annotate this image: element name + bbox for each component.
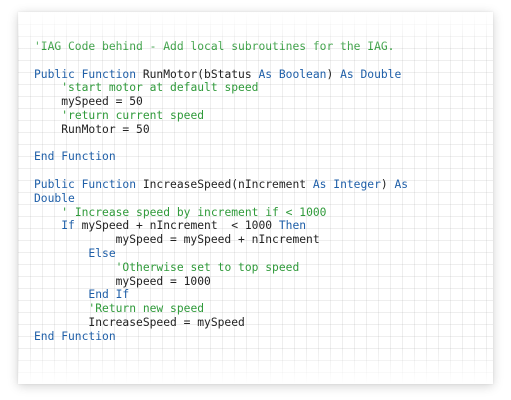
code-line: [34, 137, 408, 151]
code-line: If mySpeed + nIncrement < 1000 Then: [34, 219, 408, 233]
code-token-plain: [34, 206, 61, 219]
code-line: 'Return new speed: [34, 302, 408, 316]
bottom-fade: [18, 350, 493, 384]
code-token-plain: mySpeed = mySpeed + nIncrement: [34, 233, 320, 247]
code-token-keyword: End If: [88, 288, 130, 302]
code-token-comment: ' Increase speed by increment if < 1000: [61, 205, 327, 219]
code-line: Else: [34, 247, 408, 261]
code-line: End Function: [34, 150, 408, 164]
code-token-plain: mySpeed = 50: [34, 95, 143, 109]
code-line: End If: [34, 288, 408, 302]
code-line: 'start motor at default speed: [34, 81, 408, 95]
code-token-keyword: End Function: [34, 150, 116, 164]
code-listing: 'IAG Code behind - Add local subroutines…: [34, 40, 408, 344]
code-token-plain: IncreaseSpeed(nIncrement: [142, 177, 313, 191]
code-token-plain: RunMotor = 50: [34, 122, 150, 136]
code-token-plain: [34, 302, 88, 315]
code-token-comment: 'IAG Code behind - Add local subroutines…: [34, 40, 395, 53]
code-line: 'Otherwise set to top speed: [34, 261, 408, 275]
code-token-keyword: Else: [88, 246, 116, 260]
code-token-keyword: Double: [34, 191, 75, 205]
code-line: ' Increase speed by increment if < 1000: [34, 206, 408, 220]
code-line: mySpeed = mySpeed + nIncrement: [34, 233, 408, 247]
code-token-keyword: As Integer: [312, 177, 381, 191]
code-token-plain: [34, 288, 88, 301]
code-line: RunMotor = 50: [34, 123, 408, 137]
code-line: mySpeed = 1000: [34, 275, 408, 289]
code-line: 'return current speed: [34, 109, 408, 123]
code-token-comment: 'Return new speed: [88, 302, 205, 316]
code-token-keyword: As Boolean: [258, 67, 327, 81]
code-token-comment: 'return current speed: [61, 108, 205, 122]
code-token-keyword: As: [394, 177, 409, 191]
code-token-plain: [34, 219, 61, 232]
code-token-plain: [34, 261, 116, 274]
code-token-comment: 'start motor at default speed: [61, 81, 259, 95]
code-token-keyword: Then: [278, 219, 307, 233]
grid-paper-sheet: 'IAG Code behind - Add local subroutines…: [18, 12, 493, 384]
code-line: [34, 164, 408, 178]
code-token-plain: [34, 247, 88, 260]
code-token-plain: IncreaseSpeed = mySpeed: [34, 315, 245, 329]
code-line: Public Function RunMotor(bStatus As Bool…: [34, 68, 408, 82]
code-token-plain: ): [326, 67, 341, 81]
code-token-keyword: If: [61, 219, 82, 233]
code-token-plain: ): [380, 177, 395, 191]
code-token-plain: mySpeed + nIncrement < 1000: [81, 219, 279, 233]
code-line: 'IAG Code behind - Add local subroutines…: [34, 40, 408, 54]
code-line: IncreaseSpeed = mySpeed: [34, 316, 408, 330]
code-token-keyword: Public Function: [34, 177, 143, 191]
code-token-plain: [34, 109, 61, 122]
code-token-keyword: As Double: [340, 67, 402, 81]
code-token-plain: mySpeed = 1000: [34, 274, 211, 288]
code-token-keyword: Public Function: [34, 67, 143, 81]
code-line: End Function: [34, 330, 408, 344]
code-token-plain: [34, 81, 61, 94]
code-line: [34, 54, 408, 68]
code-token-comment: 'Otherwise set to top speed: [115, 260, 300, 274]
code-line: Double: [34, 192, 408, 206]
code-line: mySpeed = 50: [34, 95, 408, 109]
code-line: Public Function IncreaseSpeed(nIncrement…: [34, 178, 408, 192]
code-token-keyword: End Function: [34, 329, 116, 343]
code-token-plain: RunMotor(bStatus: [142, 67, 259, 81]
